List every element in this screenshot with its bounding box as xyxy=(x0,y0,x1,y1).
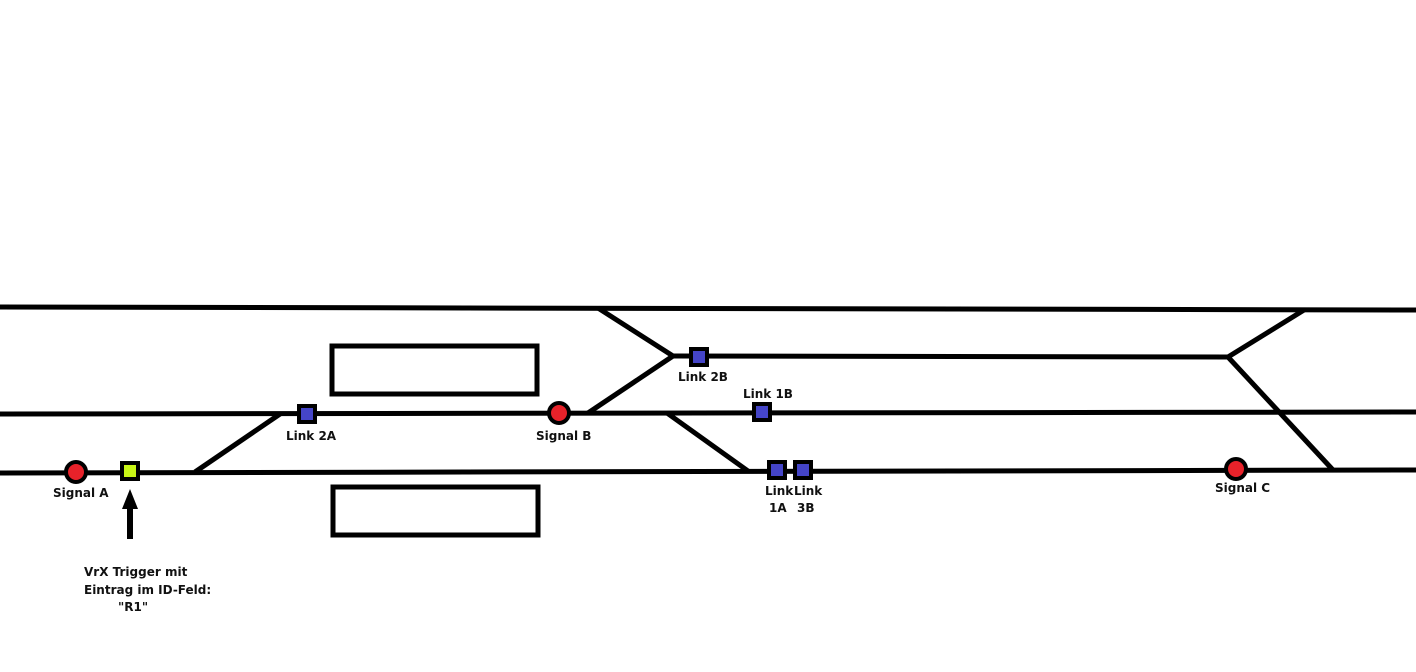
switch-b-lower xyxy=(586,353,675,416)
signal-b-icon xyxy=(547,401,571,425)
track-bottom xyxy=(0,467,1416,476)
trigger-caption-line1: VrX Trigger mit xyxy=(84,565,188,579)
switch-middle-to-bottom xyxy=(665,410,750,474)
link-1a-icon xyxy=(767,460,787,480)
signal-c-label: Signal C xyxy=(1215,481,1270,495)
link-1a-label-line2: 1A xyxy=(769,501,787,515)
track-siding-upper xyxy=(671,353,1229,360)
link-3b-icon xyxy=(793,460,813,480)
link-1b-label: Link 1B xyxy=(743,387,793,401)
switch-b-upper xyxy=(596,305,675,359)
trigger-caption-line2: Eintrag im ID-Feld: xyxy=(84,583,211,597)
track-middle xyxy=(0,409,1416,417)
signal-c-icon xyxy=(1224,457,1248,481)
track-top xyxy=(0,304,1416,313)
platform-upper xyxy=(329,343,540,397)
trigger-caption-line3: "R1" xyxy=(118,600,148,614)
arrow-up-icon xyxy=(122,489,138,539)
switch-a xyxy=(193,411,282,475)
link-2a-label: Link 2A xyxy=(286,429,337,443)
trigger-marker-icon xyxy=(120,461,140,481)
platform-lower xyxy=(330,484,541,538)
link-1b-icon xyxy=(752,402,772,422)
switch-c-upper xyxy=(1226,307,1306,360)
signal-b-label: Signal B xyxy=(536,429,591,443)
signal-a-icon xyxy=(64,460,88,484)
link-2b-icon xyxy=(689,347,709,367)
signal-a-label: Signal A xyxy=(53,486,109,500)
link-2a-icon xyxy=(297,404,317,424)
link-3b-label-line2: 3B xyxy=(797,501,815,515)
switch-c-lower xyxy=(1226,355,1335,472)
link-1a-label-line1: Link xyxy=(765,484,794,498)
link-3b-label-line1: Link xyxy=(794,484,823,498)
link-2b-label: Link 2B xyxy=(678,370,728,384)
